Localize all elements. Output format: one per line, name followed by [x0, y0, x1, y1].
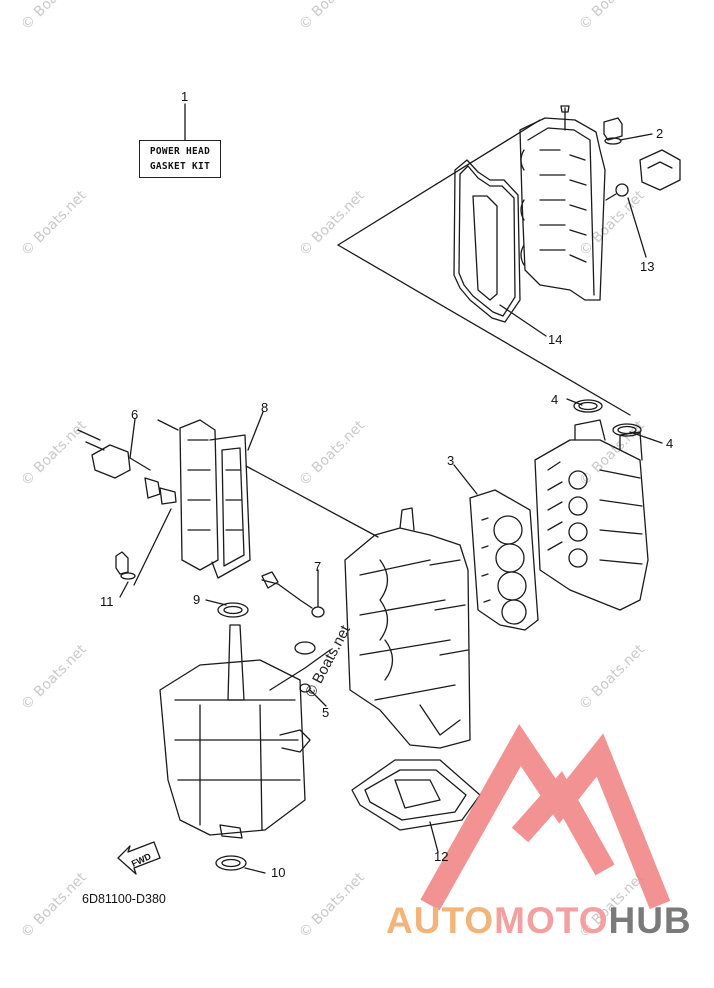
diagram-code: 6D81100-D380: [82, 892, 166, 906]
callout-11: 11: [100, 594, 114, 609]
brand-part-auto: AUTO: [386, 900, 495, 941]
brand-part-hub: HUB: [608, 900, 692, 941]
callout-7: 7: [314, 559, 322, 574]
callout-4b: 4: [666, 436, 674, 451]
callout-6: 6: [131, 407, 139, 422]
callout-5: 5: [322, 705, 330, 720]
kit-line-2: GASKET KIT: [149, 161, 211, 172]
callout-1: 1: [181, 89, 189, 104]
callout-12: 12: [434, 849, 449, 864]
callout-13: 13: [640, 259, 655, 274]
callout-14: 14: [548, 332, 563, 347]
callout-3: 3: [447, 453, 455, 468]
callout-10: 10: [271, 865, 286, 880]
gasket-kit-box: POWER HEAD GASKET KIT: [139, 140, 221, 178]
brand-logo-text: AUTOMOTOHUB: [386, 900, 692, 942]
brand-part-moto: MOTO: [494, 900, 609, 941]
callout-8: 8: [261, 400, 269, 415]
kit-line-1: POWER HEAD: [149, 146, 211, 157]
callout-2: 2: [656, 126, 664, 141]
callout-9: 9: [193, 592, 201, 607]
callout-4a: 4: [551, 392, 559, 407]
